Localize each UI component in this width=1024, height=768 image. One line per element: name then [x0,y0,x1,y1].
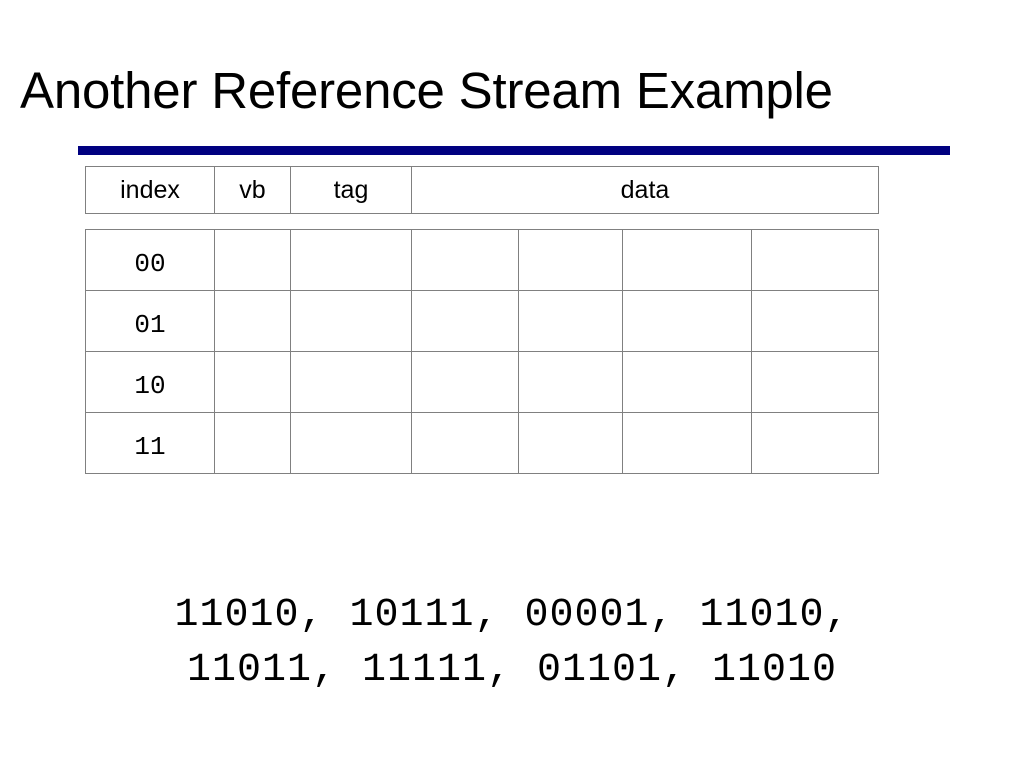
table-header-row: index vb tag data [85,166,879,214]
cache-index-11: 11 [85,412,215,474]
column-header-tag: tag [290,166,412,214]
cache-data-10-0[interactable] [411,351,519,413]
cache-index-01: 01 [85,290,215,352]
cache-data-00-2[interactable] [622,229,752,291]
page-title: Another Reference Stream Example [20,62,833,119]
cache-index-00: 00 [85,229,215,291]
table-row: 11 [85,412,879,474]
cache-tag-11[interactable] [290,412,412,474]
reference-stream-line-1: 11010, 10111, 00001, 11010, [174,593,850,638]
cache-data-01-1[interactable] [518,290,623,352]
reference-stream: 11010, 10111, 00001, 11010, 11011, 11111… [62,588,962,698]
cache-index-10: 10 [85,351,215,413]
cache-data-01-0[interactable] [411,290,519,352]
cache-vb-00[interactable] [214,229,291,291]
cache-vb-01[interactable] [214,290,291,352]
cache-data-01-3[interactable] [751,290,879,352]
cache-tag-10[interactable] [290,351,412,413]
cache-vb-10[interactable] [214,351,291,413]
cache-tag-01[interactable] [290,290,412,352]
cache-data-00-3[interactable] [751,229,879,291]
cache-data-01-2[interactable] [622,290,752,352]
cache-data-10-1[interactable] [518,351,623,413]
cache-tag-00[interactable] [290,229,412,291]
cache-data-00-0[interactable] [411,229,519,291]
cache-data-10-3[interactable] [751,351,879,413]
column-header-vb: vb [214,166,291,214]
cache-data-11-1[interactable] [518,412,623,474]
cache-data-11-3[interactable] [751,412,879,474]
column-header-data: data [411,166,879,214]
cache-table-body: 00 01 10 [85,229,879,474]
table-row: 01 [85,290,879,352]
cache-data-11-2[interactable] [622,412,752,474]
title-divider [78,146,950,155]
table-row: 00 [85,229,879,291]
cache-table-header: index vb tag data [85,166,879,214]
cache-data-11-0[interactable] [411,412,519,474]
cache-data-10-2[interactable] [622,351,752,413]
column-header-index: index [85,166,215,214]
cache-data-00-1[interactable] [518,229,623,291]
table-row: 10 [85,351,879,413]
reference-stream-line-2: 11011, 11111, 01101, 11010 [186,648,838,693]
cache-vb-11[interactable] [214,412,291,474]
